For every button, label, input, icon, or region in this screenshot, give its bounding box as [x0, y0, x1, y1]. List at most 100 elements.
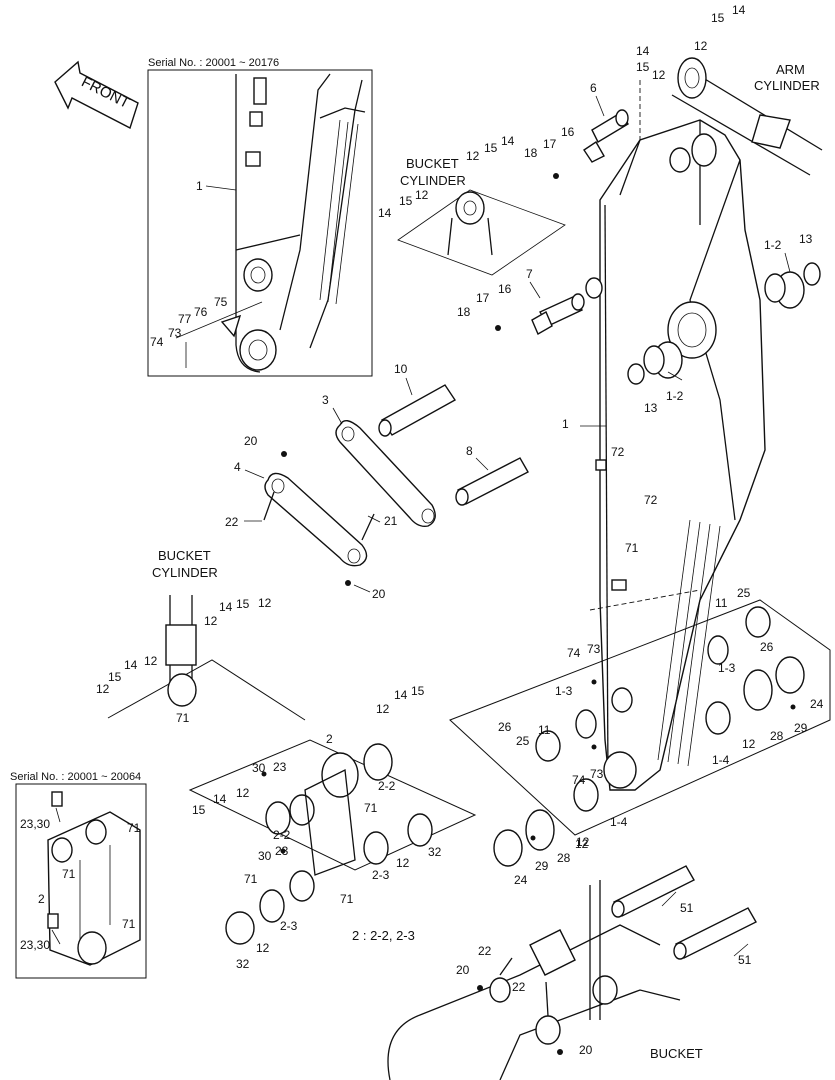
- callout-label: 51: [738, 953, 752, 967]
- callout-label: 1-3: [555, 684, 573, 698]
- callout-label: 12: [96, 682, 110, 696]
- left-inset: Serial No. : 20001 ~ 20064: [10, 771, 147, 979]
- callout-label: 3: [322, 393, 329, 407]
- callout-label: 14: [394, 688, 408, 702]
- leader-lines: [51, 95, 791, 957]
- caption-arm-cylinder-1: ARM: [776, 62, 805, 77]
- callout-label: 16: [561, 125, 575, 139]
- callout-label: 12: [204, 614, 218, 628]
- callout-label: 29: [535, 859, 549, 873]
- callout-label: 25: [737, 586, 751, 600]
- callout-label: 15: [411, 684, 425, 698]
- callout-label: 26: [760, 640, 774, 654]
- callout-label: 72: [644, 493, 658, 507]
- callout-label: 12: [376, 702, 390, 716]
- callout-label: 13: [799, 232, 813, 246]
- callout-label: 12: [694, 39, 708, 53]
- callout-label: 15: [108, 670, 122, 684]
- callout-label: 74: [572, 773, 586, 787]
- callout-label: 1: [562, 417, 569, 431]
- caption-note: 2 : 2-2, 2-3: [352, 928, 415, 943]
- callout-label: 28: [557, 851, 571, 865]
- callout-label: 74: [567, 646, 581, 660]
- bucket-cylinder-top: [397, 189, 566, 276]
- top-inset-title: Serial No. : 20001 ~ 20176: [148, 57, 279, 69]
- callout-label: 22: [478, 944, 492, 958]
- bushing-1-2-right: [764, 262, 821, 309]
- callout-label: 12: [575, 837, 589, 851]
- callout-label: 12: [236, 786, 250, 800]
- callout-label: 11: [715, 596, 728, 610]
- callout-label: 13: [644, 401, 658, 415]
- pin-8: [455, 457, 529, 506]
- callout-label: 75: [214, 295, 228, 309]
- captions: ARM CYLINDER BUCKET CYLINDER BUCKET CYLI…: [152, 62, 820, 1061]
- callout-label: 12: [466, 149, 480, 163]
- caption-bucket-cylinder-left-2: CYLINDER: [152, 565, 218, 580]
- callout-label: 1: [196, 179, 203, 193]
- bushing-1-2-left: [627, 341, 683, 385]
- callout-label: 71: [625, 541, 639, 555]
- callout-label: 17: [543, 137, 557, 151]
- callout-label: 71: [122, 917, 136, 931]
- callout-label: 14: [219, 600, 233, 614]
- callout-label: 12: [415, 188, 429, 202]
- callout-label: 21: [384, 514, 398, 528]
- pin-51-lower: [673, 907, 757, 960]
- callout-label: 74: [150, 335, 164, 349]
- callout-label: 1-3: [718, 661, 736, 675]
- callout-label: 20: [372, 587, 386, 601]
- callout-label: 1-4: [712, 753, 730, 767]
- callout-label: 14: [124, 658, 138, 672]
- arm-body: [585, 119, 766, 791]
- callout-label: 20: [244, 434, 258, 448]
- callout-label: 71: [340, 892, 354, 906]
- callout-label: 16: [498, 282, 512, 296]
- caption-bucket: BUCKET: [650, 1046, 703, 1061]
- callout-label: 12: [576, 835, 590, 849]
- callout-label: 22: [512, 980, 526, 994]
- callout-label: 73: [590, 767, 604, 781]
- callout-label: 15: [484, 141, 498, 155]
- front-arrow-icon: FRONT: [54, 60, 139, 130]
- callout-label: 12: [652, 68, 666, 82]
- inset-arm-detail: [175, 73, 366, 373]
- callout-label: 4: [234, 460, 241, 474]
- callout-label: 17: [476, 291, 490, 305]
- callout-label: 15: [636, 60, 650, 74]
- callout-label: 23,30: [20, 938, 50, 952]
- callout-label: 10: [394, 362, 408, 376]
- callout-label: 2-3: [372, 868, 390, 882]
- callout-label: 32: [236, 957, 250, 971]
- callout-label: 7: [526, 267, 533, 281]
- callout-label: 12: [258, 596, 272, 610]
- callout-label: 1-4: [610, 815, 628, 829]
- callout-label: 24: [514, 873, 528, 887]
- callout-label: 14: [501, 134, 515, 148]
- callout-label: 23: [275, 844, 289, 858]
- callout-label: 73: [168, 326, 182, 340]
- callout-label: 25: [516, 734, 530, 748]
- callout-label: 71: [364, 801, 378, 815]
- callout-label: 15: [399, 194, 413, 208]
- callout-label: 23,30: [20, 817, 50, 831]
- callout-label: 15: [192, 803, 206, 817]
- callout-label: 30: [252, 761, 266, 775]
- callout-label: 14: [732, 3, 746, 17]
- callout-label: 28: [770, 729, 784, 743]
- callout-label: 2: [38, 892, 45, 906]
- callout-label: 14: [213, 792, 227, 806]
- link-4: [264, 472, 368, 567]
- callout-label: 6: [590, 81, 597, 95]
- callout-label: 2: [326, 732, 333, 746]
- top-inset: Serial No. : 20001 ~ 20176: [147, 57, 373, 377]
- callout-label: 14: [636, 44, 650, 58]
- callout-label: 12: [396, 856, 410, 870]
- callout-label: 20: [579, 1043, 593, 1057]
- callout-label: 29: [794, 721, 808, 735]
- callout-label: 22: [225, 515, 239, 529]
- bushing-1-3-1-4-group: [449, 599, 831, 867]
- bucket-body: [387, 880, 681, 1080]
